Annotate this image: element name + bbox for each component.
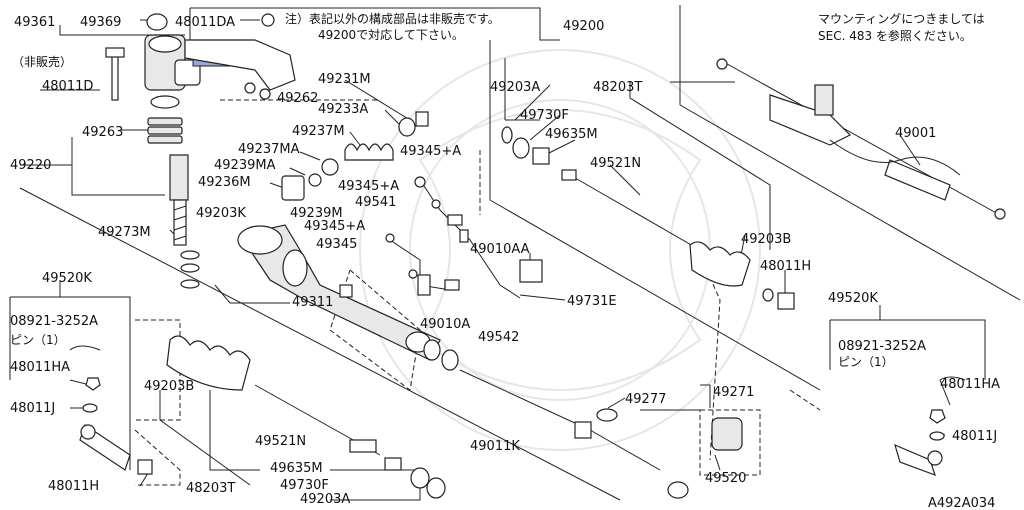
label-49233A: 49233A (318, 102, 368, 117)
label-49203B-left: 49203B (144, 379, 194, 394)
label-49011K: 49011K (470, 439, 520, 454)
solenoid-connector (184, 13, 296, 100)
figure-code: A492A034 (928, 496, 995, 510)
label-49730F-top: 49730F (520, 108, 569, 123)
label-48011H-left: 48011H (48, 479, 99, 494)
label-49345: 49345 (316, 237, 357, 252)
middle-seals (281, 111, 429, 201)
label-49635M-top: 49635M (545, 127, 598, 142)
parts-art (69, 13, 1006, 499)
label-49203A-bottom: 49203A (300, 492, 350, 507)
label-49731E: 49731E (567, 294, 617, 309)
label-48011HA-left: 48011HA (10, 360, 70, 375)
label-49520: 49520 (705, 471, 746, 486)
label-49542: 49542 (478, 330, 519, 345)
label-49200: 49200 (563, 19, 604, 34)
label-48203T-top: 48203T (593, 80, 642, 95)
label-49369: 49369 (80, 15, 121, 30)
label-49237M: 49237M (292, 124, 345, 139)
mounting-note-line-2: SEC. 483 を参照ください。 (818, 28, 972, 43)
label-48011DA: 48011DA (175, 15, 235, 30)
label-49239MA: 49239MA (214, 158, 276, 173)
hydraulic-lines (385, 176, 543, 299)
mounting-note-line-1: マウンティングにつきましては (818, 12, 985, 26)
label-48011H-right: 48011H (760, 259, 811, 274)
bolt-48011D (105, 47, 125, 101)
spring-stack (147, 117, 183, 144)
pin-label-right: ピン（1） (838, 355, 894, 369)
assembly-49001 (716, 58, 1006, 220)
tie-rod-end-right (894, 376, 966, 476)
label-49237MA: 49237MA (238, 142, 300, 157)
label-49239M: 49239M (290, 206, 343, 221)
label-49520K-right: 49520K (828, 291, 878, 306)
label-49345-a1: 49345+A (400, 144, 461, 159)
label-49730F-bottom: 49730F (280, 478, 329, 493)
note-line-1: 注）表記以外の構成部品は非販売です。 (285, 11, 500, 26)
rack-bar (423, 339, 689, 499)
label-49203B-right: 49203B (741, 232, 791, 247)
rack-housing (237, 224, 441, 361)
label-49273M: 49273M (98, 225, 151, 240)
label-49520K-left: 49520K (42, 271, 92, 286)
label-49203A-top: 49203A (490, 80, 540, 95)
label-49361: 49361 (14, 15, 55, 30)
pinion-shaft (169, 154, 189, 246)
note-line-2: 49200で対応して下さい。 (318, 28, 464, 42)
label-49271: 49271 (713, 385, 754, 400)
label-49541: 49541 (355, 195, 396, 210)
label-49263: 49263 (82, 125, 123, 140)
label-08921-right: 08921-3252A (838, 339, 926, 354)
label-49345-b: 49345+A (304, 219, 365, 234)
label-49521N-bottom: 49521N (255, 434, 306, 449)
label-49262: 49262 (277, 91, 318, 106)
label-49311: 49311 (292, 295, 333, 310)
pinion-seals (180, 250, 200, 289)
label-48011J-left: 48011J (10, 401, 55, 416)
label-49277: 49277 (625, 392, 666, 407)
label-49010A: 49010A (420, 317, 470, 332)
label-49010AA: 49010AA (470, 242, 530, 257)
label-48011HA-right: 48011HA (940, 377, 1000, 392)
tie-rod-end-left (69, 345, 153, 475)
damper-49520 (711, 417, 743, 451)
label-48011D: 48011D (42, 79, 93, 94)
label-49220: 49220 (10, 158, 51, 173)
label-49635M-bottom: 49635M (270, 461, 323, 476)
boot-lower-left (166, 335, 446, 499)
label-49236M: 49236M (198, 175, 251, 190)
upper-boot-clamps (501, 126, 550, 165)
label-49001: 49001 (895, 126, 936, 141)
pin-label-left: ピン（1） (10, 333, 66, 347)
label-49521N-top: 49521N (590, 156, 641, 171)
not-sold-label: （非販売） (12, 54, 72, 69)
label-48011J-right: 48011J (952, 429, 997, 444)
label-49345-a2: 49345+A (338, 179, 399, 194)
labels: 49361 49369 48011DA 注）表記以外の構成部品は非販売です。 4… (10, 11, 1000, 510)
label-49231M: 49231M (318, 72, 371, 87)
label-08921-left: 08921-3252A (10, 314, 98, 329)
label-49203K: 49203K (196, 206, 246, 221)
tie-rod-upper (561, 169, 795, 310)
label-48203T-bottom: 48203T (186, 481, 235, 496)
